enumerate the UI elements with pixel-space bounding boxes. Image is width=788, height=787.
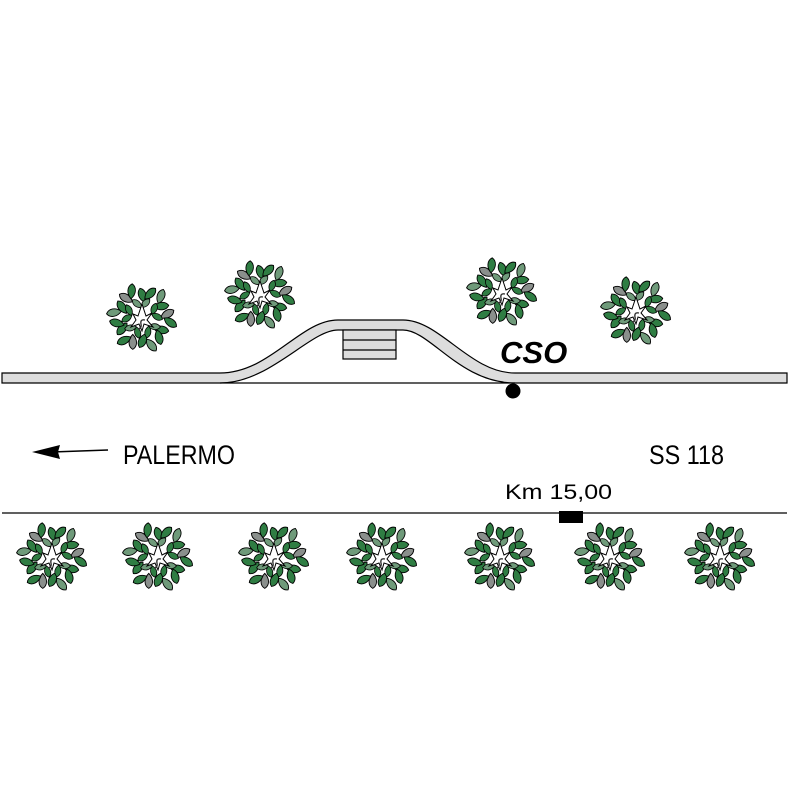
km-marker-icon xyxy=(559,511,583,523)
tree-icon xyxy=(15,521,90,593)
upper-road xyxy=(1,319,788,384)
station-label: CSO xyxy=(500,335,567,370)
tree-icon xyxy=(573,521,648,593)
arrow-left-icon xyxy=(32,445,109,459)
tree-icon xyxy=(465,256,540,328)
tree-icon xyxy=(345,521,420,593)
tree-icon xyxy=(683,521,758,593)
km-label: Km 15,00 xyxy=(505,481,612,504)
stairs-icon xyxy=(342,329,397,360)
station-dot-icon xyxy=(505,383,521,399)
direction-label: PALERMO xyxy=(123,440,235,470)
tree-icon xyxy=(599,275,674,347)
tree-icon xyxy=(463,521,538,593)
tree-icon xyxy=(105,282,180,354)
road-label: SS 118 xyxy=(649,440,724,470)
tree-icon xyxy=(237,521,312,593)
tree-icon xyxy=(121,521,196,593)
tree-icon xyxy=(223,259,298,331)
